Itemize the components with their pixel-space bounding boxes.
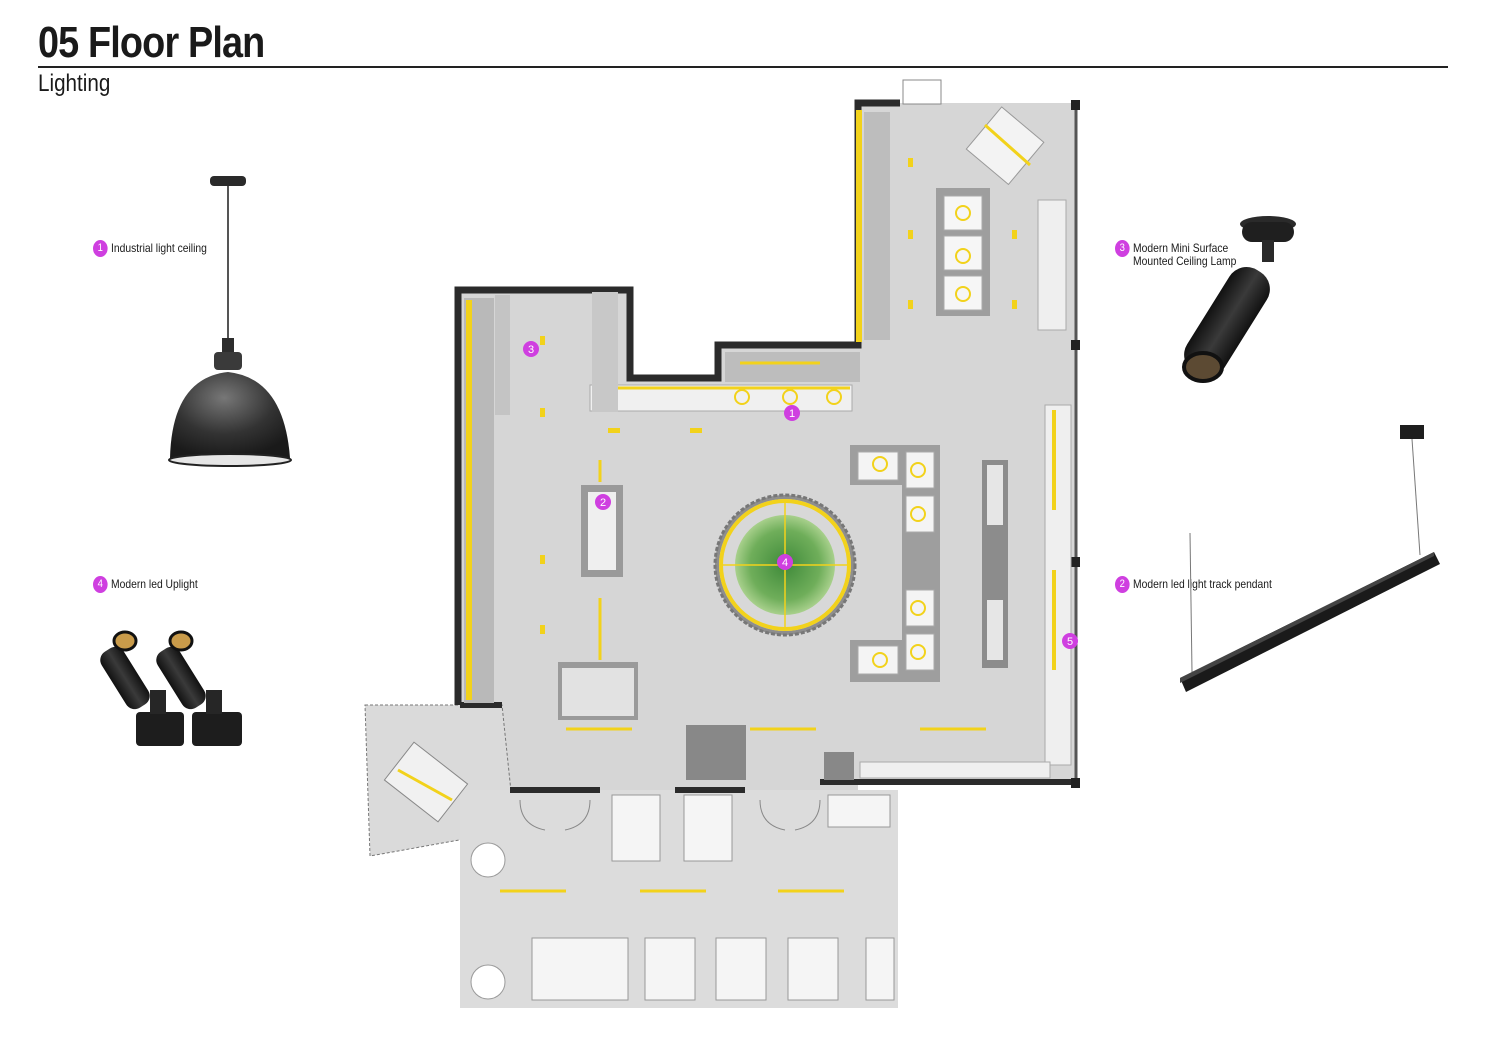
legend-label: Industrial light ceiling [111,241,207,255]
plan-marker-2: 2 [595,494,611,510]
page-subtitle: Lighting [38,70,111,97]
legend-badge: 1 [93,240,108,257]
svg-text:1: 1 [789,408,795,420]
pendant-dome-lamp-icon [168,176,292,467]
legend-label: Modern Mini Surface Mounted Ceiling Lamp [1133,241,1237,268]
svg-text:4: 4 [782,557,788,569]
uplight-pair-icon [100,630,242,746]
page-title: 05 Floor Plan [38,18,265,67]
svg-text:5: 5 [1067,636,1073,648]
plan-marker-4: 4 [777,554,793,570]
svg-text:3: 3 [528,344,534,356]
linear-pendant-icon [1180,425,1440,692]
floor-area [364,79,1080,1008]
legend-label: Modern led Uplight [111,577,198,591]
legend-badge: 4 [93,576,108,593]
plan-marker-1: 1 [784,405,800,421]
legend-item-1: 1 Industrial light ceiling [93,240,207,257]
svg-text:2: 2 [600,497,606,509]
legend-item-4: 4 Modern led Uplight [93,576,198,593]
legend-badge: 2 [1115,576,1130,593]
legend-item-3: 3 Modern Mini Surface Mounted Ceiling La… [1115,240,1236,268]
title-divider [38,66,1448,68]
surface-spot-lamp-icon [1182,216,1296,383]
legend-label: Modern led light track pendant [1133,577,1272,591]
legend-item-2: 2 Modern led light track pendant [1115,576,1272,593]
plan-marker-5: 5 [1062,633,1078,649]
plan-marker-3: 3 [523,341,539,357]
plan-markers: 1 2 3 4 5 [523,341,1078,649]
legend-badge: 3 [1115,240,1130,257]
